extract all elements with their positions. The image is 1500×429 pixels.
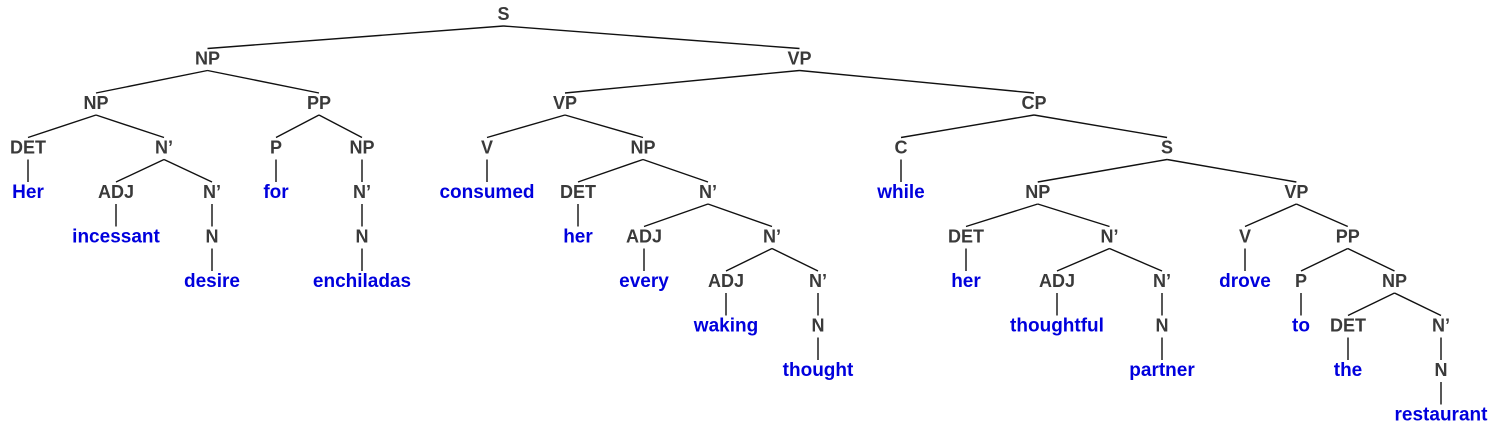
tree-edge: [965, 203, 1038, 228]
tree-nodes: SNPNPDETHerN’ADJincessantN’NdesirePPPfor…: [10, 4, 1488, 426]
node-n-bar: N’: [203, 182, 221, 202]
node-np: NP: [83, 93, 108, 113]
tree-edge: [163, 158, 213, 183]
node-n-bar: N’: [1153, 271, 1171, 291]
word-drove: drove: [1219, 271, 1271, 292]
node-n: N: [356, 226, 369, 246]
word-every: every: [619, 271, 669, 292]
word-for: for: [263, 182, 289, 203]
tree-edge: [1394, 292, 1442, 317]
word-restaurant: restaurant: [1395, 405, 1489, 426]
node-np: NP: [1025, 182, 1050, 202]
node-np: NP: [1382, 271, 1407, 291]
tree-edge: [725, 247, 773, 272]
node-adj: ADJ: [626, 226, 662, 246]
word-consumed: consumed: [439, 182, 534, 203]
node-vp: VP: [1284, 182, 1308, 202]
node-det: DET: [560, 182, 596, 202]
tree-edge: [1296, 203, 1349, 228]
node-np: NP: [195, 48, 220, 68]
node-n: N: [812, 315, 825, 335]
tree-edge: [115, 158, 165, 183]
tree-edge: [1166, 158, 1297, 183]
node-n-bar: N’: [155, 137, 173, 157]
node-det: DET: [1330, 315, 1366, 335]
word-her: her: [563, 227, 593, 248]
tree-edge: [643, 203, 709, 228]
tree-edge: [1300, 247, 1349, 272]
node-vp: VP: [553, 93, 577, 113]
node-v: V: [1239, 226, 1251, 246]
tree-edge: [1347, 247, 1395, 272]
word-her: Her: [12, 182, 44, 203]
tree-edge: [1037, 158, 1168, 183]
tree-edge: [564, 114, 644, 139]
tree-edge: [799, 69, 1035, 94]
tree-edge: [642, 158, 709, 183]
node-s: S: [1161, 137, 1173, 157]
tree-edge: [275, 114, 320, 139]
word-partner: partner: [1129, 360, 1195, 381]
node-n-bar: N’: [1101, 226, 1119, 246]
node-s: S: [498, 4, 510, 24]
tree-edge: [577, 158, 644, 183]
tree-edge: [207, 25, 504, 50]
word-her: her: [951, 271, 981, 292]
node-pp: PP: [307, 93, 331, 113]
tree-edge: [900, 114, 1035, 139]
tree-edge: [1244, 203, 1297, 228]
node-c: C: [895, 137, 908, 157]
node-n-bar: N’: [1432, 315, 1450, 335]
tree-edge: [1109, 247, 1163, 272]
tree-edge: [1056, 247, 1110, 272]
node-n-bar: N’: [763, 226, 781, 246]
word-the: the: [1334, 360, 1363, 381]
tree-edge: [1037, 203, 1110, 228]
word-to: to: [1292, 316, 1310, 337]
node-p: P: [270, 137, 282, 157]
node-p: P: [1295, 271, 1307, 291]
tree-edge: [1347, 292, 1395, 317]
word-thoughtful: thoughtful: [1010, 316, 1104, 337]
node-n-bar: N’: [699, 182, 717, 202]
tree-edge: [707, 203, 773, 228]
node-det: DET: [948, 226, 984, 246]
tree-edge: [318, 114, 363, 139]
tree-edge: [503, 25, 800, 50]
tree-edges: [27, 25, 1442, 405]
word-incessant: incessant: [72, 227, 160, 248]
node-n: N: [206, 226, 219, 246]
word-enchiladas: enchiladas: [313, 271, 411, 292]
node-n-bar: N’: [809, 271, 827, 291]
node-np: NP: [630, 137, 655, 157]
tree-edge: [564, 69, 800, 94]
tree-edge: [1033, 114, 1168, 139]
node-vp: VP: [788, 48, 812, 68]
node-np: NP: [349, 137, 374, 157]
tree-edge: [27, 114, 97, 139]
node-adj: ADJ: [708, 271, 744, 291]
node-adj: ADJ: [1039, 271, 1075, 291]
node-adj: ADJ: [98, 182, 134, 202]
tree-edge: [95, 114, 165, 139]
node-v: V: [481, 137, 493, 157]
tree-edge: [95, 69, 208, 94]
node-n-bar: N’: [353, 182, 371, 202]
word-desire: desire: [184, 271, 240, 292]
tree-edge: [771, 247, 819, 272]
word-thought: thought: [783, 360, 854, 381]
node-n: N: [1156, 315, 1169, 335]
word-waking: waking: [693, 316, 758, 337]
node-det: DET: [10, 137, 46, 157]
word-while: while: [876, 182, 925, 203]
node-pp: PP: [1336, 226, 1360, 246]
tree-edge: [486, 114, 566, 139]
node-cp: CP: [1022, 93, 1047, 113]
tree-edge: [207, 69, 320, 94]
node-n: N: [1435, 360, 1448, 380]
